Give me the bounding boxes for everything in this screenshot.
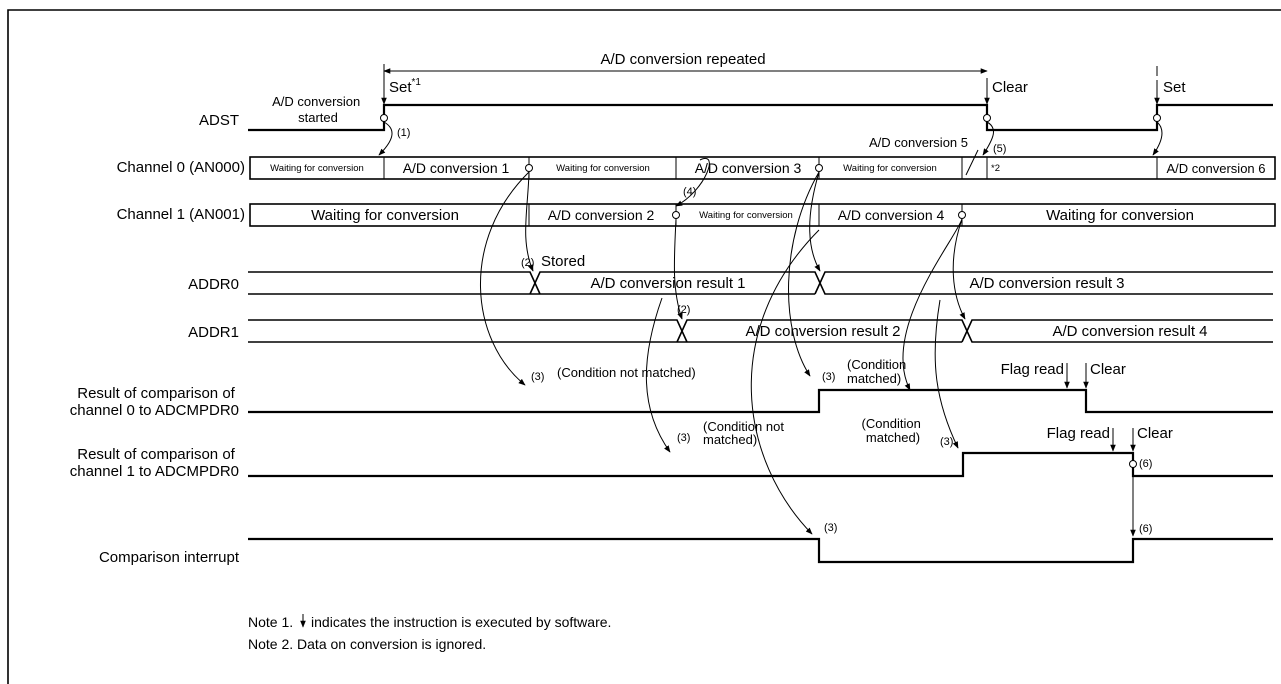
step3-arrow-ch0-b [788,171,820,377]
adst-started-label: A/D conversion started [272,94,364,125]
signal-label-addr1: ADDR1 [188,324,239,341]
step2-arrow-ch0-b [809,171,821,272]
ch0-note2-mark: *2 [991,163,1000,174]
cmp0-waveform [248,388,1273,414]
step2-label-a: (2) [521,257,534,269]
ch1-wait-2: Waiting for conversion [699,210,793,221]
signal-label-cmp0: Result of comparison of channel 0 to ADC… [70,385,239,419]
cmp1-waveform [248,451,1273,478]
step2-arrow-ch0 [525,171,534,272]
ch0-conv-3: A/D conversion 3 [695,160,802,176]
ch1-bus [249,203,1276,227]
addr0-stored-label: Stored [541,253,585,270]
ch1-wait-1: Waiting for conversion [311,207,459,224]
step5-arrow [982,121,994,156]
step6-label-b: (6) [1139,523,1152,535]
ch0-wait-3: Waiting for conversion [843,163,937,174]
cmp0-flag-read: Flag read [1001,361,1064,378]
step4-label: (4) [683,186,696,198]
step3-label-b: (3) [677,432,690,444]
signal-label-ch0: Channel 0 (AN000) [117,159,245,176]
cmp1-matched: (Condition matched) [862,416,925,445]
step3-arrow-ch1-c [902,218,963,391]
step-marker [525,164,533,172]
step3-label-d: (3) [824,522,837,534]
addr1-result-4: A/D conversion result 4 [1052,323,1207,340]
addr1-result-2: A/D conversion result 2 [745,323,900,340]
step-marker [672,211,680,219]
step5-label: (5) [993,143,1006,155]
step1-arrow [378,121,393,156]
cmp1-flag-read: Flag read [1047,425,1110,442]
ch0-conv-1: A/D conversion 1 [403,160,510,176]
figure-frame [7,9,1281,684]
signal-label-cmp1: Result of comparison of channel 1 to ADC… [70,446,239,480]
step3-arrow-ch1-b [934,299,959,449]
step6-label-a: (6) [1139,458,1152,470]
interrupt-waveform [248,537,1273,564]
addr1-bus [248,319,1273,343]
step-marker [1129,460,1137,468]
repeat-label: A/D conversion repeated [600,51,765,68]
step2-label-b: (2) [677,304,690,316]
step3-arrow-ch0 [480,171,530,386]
step4-arrow [675,157,710,207]
step-set2-arrow [1152,121,1163,156]
signal-label-addr0: ADDR0 [188,276,239,293]
step3-label-a: (3) [531,371,544,383]
signal-label-ch1: Channel 1 (AN001) [117,206,245,223]
cmp0-clear: Clear [1090,361,1126,378]
cmp0-not-matched: (Condition not matched) [557,365,696,380]
addr0-result-1: A/D conversion result 1 [590,275,745,292]
ch0-ignored-slash [965,149,979,176]
ch0-bus [249,156,1276,180]
step2-arrow-ch1 [673,218,683,320]
ch0-wait-1: Waiting for conversion [270,163,364,174]
ch0-conv-5: A/D conversion 5 [869,135,968,150]
set-label-2: Set [1163,79,1186,96]
step3-arrow-interrupt [750,229,820,535]
ch1-conv-2: A/D conversion 2 [548,207,655,223]
step2-arrow-ch1-b [952,218,966,320]
cmp1-clear: Clear [1137,425,1173,442]
step1-label: (1) [397,127,410,139]
cmp0-matched: (Condition matched) [847,357,910,386]
set-label-1: Set*1 [389,77,421,96]
step-marker [958,211,966,219]
ch1-wait-3: Waiting for conversion [1046,207,1194,224]
ch0-wait-2: Waiting for conversion [556,163,650,174]
note-2: Note 2. Data on conversion is ignored. [248,636,486,652]
step-marker [380,114,388,122]
step3-arrow-ch1 [645,297,671,453]
step-marker [983,114,991,122]
step3-label-e: (3) [940,436,953,448]
clear-label: Clear [992,79,1028,96]
addr0-result-3: A/D conversion result 3 [969,275,1124,292]
step3-label-c: (3) [822,371,835,383]
signal-label-adst: ADST [199,112,239,129]
step-marker [1153,114,1161,122]
note-1: Note 1. indicates the instruction is exe… [248,614,611,630]
ch1-conv-4: A/D conversion 4 [838,207,945,223]
addr0-bus [248,271,1273,295]
ch0-conv-6: A/D conversion 6 [1167,161,1266,176]
step-marker [815,164,823,172]
cmp1-not-matched: (Condition not matched) [703,419,788,447]
signal-label-interrupt: Comparison interrupt [99,549,240,566]
